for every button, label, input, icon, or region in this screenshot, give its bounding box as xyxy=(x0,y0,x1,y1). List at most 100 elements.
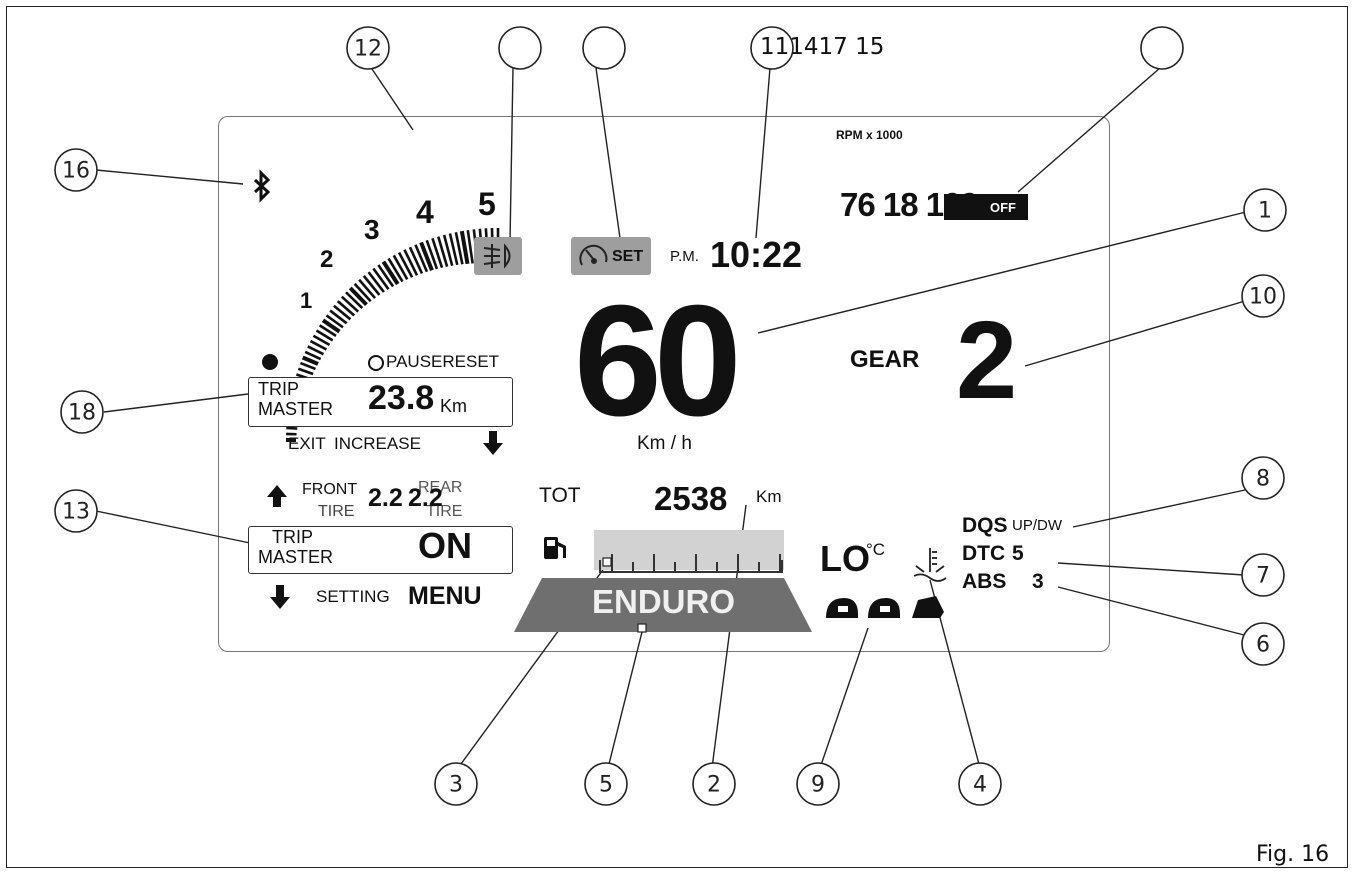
thermometer-icon xyxy=(913,548,947,582)
tach-label-1: 1 xyxy=(300,288,313,313)
tach-bar xyxy=(448,233,459,266)
tach-bar xyxy=(286,426,298,430)
bluetooth-icon xyxy=(253,169,271,203)
callout-blank-3 xyxy=(1140,26,1184,70)
leader-18 xyxy=(103,393,249,413)
tach-bar xyxy=(362,275,381,296)
tach-bar xyxy=(459,230,470,265)
arrow-down-icon-trip xyxy=(483,431,503,455)
speed-unit: Km / h xyxy=(637,433,692,454)
callout-11 xyxy=(750,26,794,70)
dtc-label: DTC xyxy=(962,542,1006,565)
clock-time: 10:22 xyxy=(710,234,803,275)
tire-label-line2: MASTER xyxy=(258,547,334,567)
abs-label: ABS xyxy=(962,570,1007,593)
rear-tire-label-1: REAR xyxy=(418,479,463,496)
figure-label: Fig. 16 xyxy=(1256,842,1330,867)
front-tire-value: 2.2 xyxy=(368,484,403,512)
leader-6 xyxy=(1057,586,1245,636)
callout-13 xyxy=(54,489,98,533)
gear-label: GEAR xyxy=(850,346,920,373)
leader-lo-off xyxy=(1017,67,1161,193)
tach-bar xyxy=(414,244,429,273)
tach-bar xyxy=(297,367,314,376)
tire-trip-master-panel xyxy=(248,526,513,574)
callout-label: 13 xyxy=(62,500,90,525)
tach-bar xyxy=(307,345,325,356)
dqs-label: DQS xyxy=(962,514,1008,537)
callout-label: 5 xyxy=(599,773,613,798)
callout-3 xyxy=(434,762,478,806)
luggage-icon xyxy=(912,596,944,618)
arrow-up-icon-tire xyxy=(267,485,287,507)
callout-9 xyxy=(796,762,840,806)
dashboard-display xyxy=(218,116,1110,652)
tach-bar xyxy=(408,246,424,274)
callout-circles xyxy=(54,26,1287,806)
fog-light-icon xyxy=(483,243,511,269)
tach-bar xyxy=(318,324,337,337)
rpm-unit-label: RPM x 1000 xyxy=(836,128,903,142)
callout-8 xyxy=(1241,456,1285,500)
callout-label: 3 xyxy=(449,773,463,798)
tach-bar xyxy=(381,260,400,286)
leader-7 xyxy=(1057,562,1245,576)
callout-label: 12 xyxy=(354,37,382,62)
tach-bar xyxy=(325,314,344,329)
odometer-label: TOT xyxy=(539,484,581,507)
trip-label-line2: MASTER xyxy=(258,399,334,419)
tach-bar xyxy=(437,236,449,267)
tach-bar xyxy=(358,278,376,299)
tach-bar xyxy=(333,304,352,321)
tach-bar xyxy=(340,295,360,313)
dtc-value: 5 xyxy=(1012,542,1024,565)
callout-blank-1 xyxy=(498,26,542,70)
callout-10 xyxy=(1241,274,1285,318)
arrow-down-icon-setting xyxy=(270,585,290,609)
leader-5 xyxy=(607,627,644,769)
leader-11 xyxy=(755,67,771,239)
top-right-readout: 76 18 109 xyxy=(840,186,979,223)
dqs-value: UP/DW xyxy=(1012,517,1062,534)
gear-value: 2 xyxy=(956,299,1018,422)
callout-label: 8 xyxy=(1256,467,1270,492)
riding-mode-banner xyxy=(514,578,812,632)
callout-label: 10 xyxy=(1249,285,1277,310)
callout-2 xyxy=(692,762,736,806)
tach-bar xyxy=(403,249,419,276)
tach-bar xyxy=(353,282,372,303)
passenger-helmet-icon xyxy=(868,598,900,618)
callout-label: 16 xyxy=(62,159,90,184)
leader-8 xyxy=(1072,489,1246,528)
callout-blank-2 xyxy=(582,26,626,70)
fuel-pump-icon xyxy=(544,537,566,559)
leader-12 xyxy=(369,65,414,131)
trip-master-panel xyxy=(248,377,513,427)
fuel-gauge xyxy=(594,530,784,573)
pause-reset-label: PAUSERESET xyxy=(386,352,500,371)
tach-bar xyxy=(367,271,385,293)
leader-13 xyxy=(95,510,251,544)
tach-bar xyxy=(309,339,328,351)
tire-label-line1: TRIP xyxy=(272,527,314,547)
callout-16 xyxy=(54,148,98,192)
callout-label: 9 xyxy=(811,773,825,798)
fuel-gauge-marker xyxy=(602,557,612,567)
tach-label-3: 3 xyxy=(364,214,380,245)
tach-bar xyxy=(345,291,364,310)
tach-bar xyxy=(442,234,454,266)
callout-18 xyxy=(60,390,104,434)
odometer-value: 2538 xyxy=(654,480,728,517)
record-dot-icon xyxy=(262,354,278,370)
odometer-unit: Km xyxy=(756,487,782,506)
tach-bar xyxy=(301,355,319,366)
tach-bar xyxy=(348,286,368,307)
tach-bar xyxy=(372,267,390,290)
pause-circle-icon xyxy=(368,355,384,371)
riding-mode-label: ENDURO xyxy=(592,583,736,620)
tach-bar xyxy=(377,264,395,288)
front-tire-label-2: TIRE xyxy=(318,503,355,520)
setting-label: SETTING xyxy=(316,587,390,606)
tach-bar xyxy=(329,309,348,325)
